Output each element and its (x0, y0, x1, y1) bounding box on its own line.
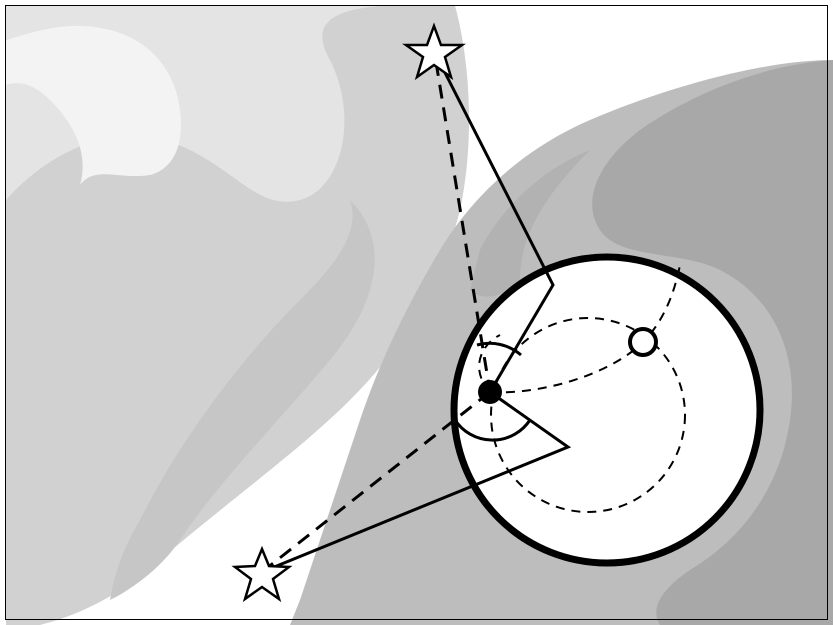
dashed-sight-lines (261, 61, 492, 574)
angle-arc-upper (476, 341, 522, 357)
field-of-view-circle (450, 253, 764, 567)
angle-arcs (453, 341, 532, 442)
hollow-dot-marker (628, 327, 658, 357)
solid-line-top-star (434, 54, 555, 393)
swirl-region-white-flame (6, 25, 181, 185)
dashed-line-bottom-star (261, 390, 491, 574)
swirl-region-inner (470, 150, 590, 297)
frame-border (5, 5, 828, 620)
filled-dot-marker (478, 380, 502, 404)
solid-line-bottom-star (261, 390, 572, 574)
star-marker-bottom (231, 545, 293, 603)
solid-sight-lines (261, 54, 572, 574)
dashed-inner-circle (490, 317, 686, 513)
star-marker-top (402, 22, 466, 81)
swirl-region-darkest (592, 60, 833, 625)
swirl-region-light-band (110, 200, 375, 600)
dashed-line-top-star (434, 61, 492, 393)
angle-arc-lower (453, 419, 532, 442)
background-swirl-regions (6, 6, 833, 625)
